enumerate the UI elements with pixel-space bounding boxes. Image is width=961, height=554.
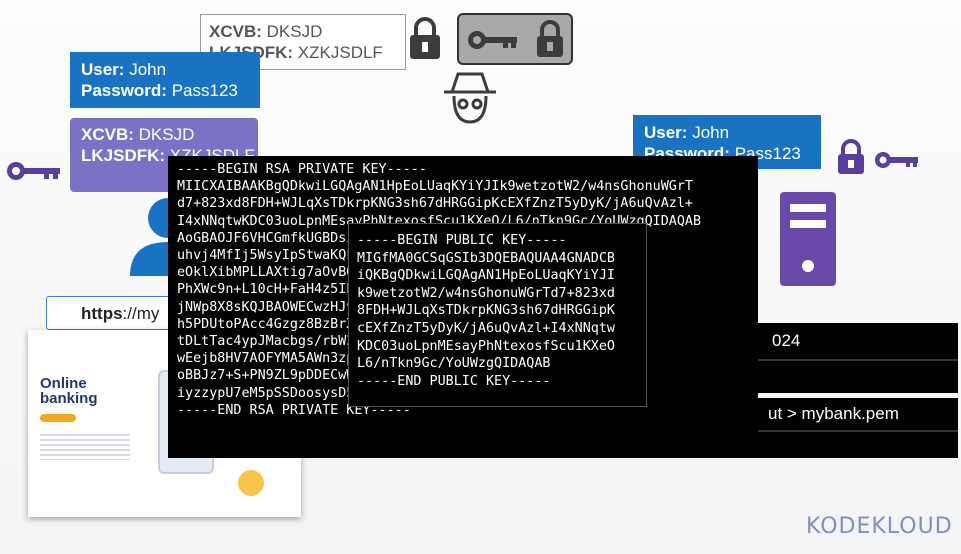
left-credentials-box: User: John Password: Pass123 [70,52,260,108]
user-value: John [692,123,730,142]
key-icon [875,152,918,168]
user-label: User: [81,60,125,79]
url-text: ://my [122,304,160,323]
coin-illustration [238,470,264,496]
key-icon [468,31,517,49]
cipher-value: XZKJSDLF [297,43,383,62]
public-key-line: iQKBgQDkwiLGQAgAN1HpEoLUaqKYiYJI [357,268,615,284]
url-bar[interactable]: https://my [46,296,176,330]
cta-button [40,414,76,422]
terminal-text: ut > mybank.pem [768,404,899,423]
cipher-key-label: LKJSDFK: [81,146,166,165]
key-icon [7,162,60,180]
kodekloud-logo: KODEKLOUD [806,514,953,539]
divider [754,430,958,432]
key-lock-box [457,13,573,65]
padlock-icon [838,139,864,174]
terminal-text: 024 [772,331,801,350]
password-value: Pass123 [171,81,238,100]
password-label: Password: [81,81,167,100]
user-value: John [129,60,167,79]
url-protocol: https [81,304,123,323]
public-key-text: -----BEGIN PUBLIC KEY----- MIGfMA0GCSqGSI… [357,232,615,390]
banking-title: Online banking [40,375,98,407]
divider [754,359,958,361]
public-key-line: L6/nTkn9Gc/YoUWzgQIDAQAB [357,356,551,372]
padlock-icon [408,16,442,65]
public-key-line: MIGfMA0GCSqGSIb3DQEBAQUAA4GNADCB [357,250,615,266]
public-key-line: cEXfZnzT5yDyK/jA6uQvAzl+I4xNNqtw [357,320,615,336]
cipher-key-label: XCVB: [81,125,134,144]
private-key-line: -----BEGIN RSA PRIVATE KEY----- [177,162,427,177]
placeholder-text [40,434,130,460]
padlock-icon [537,20,563,57]
cipher-value: DKSJD [266,22,323,41]
user-label: User: [644,123,688,142]
cipher-key-label: XCVB: [209,22,262,41]
terminal-bar-1: 024 [754,323,958,393]
private-key-line: MIICXAIBAAKBgQDkwiLGQAgAN1HpEoLUaqKYiYJI… [177,179,693,195]
public-key-line: 8FDH+WJLqXsTDkrpKNG3sh67dHRGGipK [357,303,615,319]
public-key-line: k9wetzotW2/w4nsGhonuWGrTd7+823xd [357,285,615,301]
public-key-line: -----END PUBLIC KEY----- [357,373,551,389]
public-key-line: -----BEGIN PUBLIC KEY----- [357,233,567,248]
cipher-value: DKSJD [138,125,195,144]
private-key-line: d7+823xd8FDH+WJLqXsTDkrpKNG3sh67dHRGGipK… [177,196,693,212]
server-icon [780,192,836,286]
hacker-icon [440,68,500,131]
public-key-terminal: -----BEGIN PUBLIC KEY----- MIGfMA0GCSqGSI… [348,223,647,407]
terminal-bar-2: ut > mybank.pem [754,398,958,458]
public-key-line: KDC03uoLpnMEsayPhNtexosfScu1KXeO [357,338,615,354]
